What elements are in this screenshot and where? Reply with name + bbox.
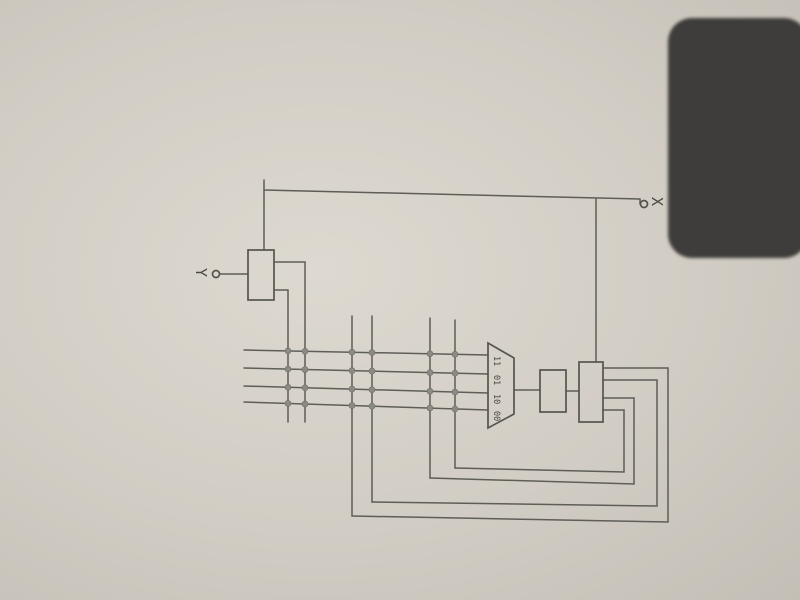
left-register-out-upper: [273, 261, 306, 423]
junction-dot: [284, 365, 292, 373]
right-register: [578, 361, 604, 423]
junction-dot: [348, 367, 356, 375]
left-io-label: Y: [192, 268, 210, 277]
junction-dot: [426, 350, 434, 358]
mux-input-label-4: 00: [491, 411, 501, 421]
junction-dot: [301, 366, 309, 373]
wires: [219, 179, 669, 523]
signal-line-2: [243, 367, 489, 375]
junction-dot: [284, 383, 292, 391]
junction-dot: [348, 385, 356, 393]
junction-dot: [301, 347, 309, 355]
signal-line-3: [243, 385, 489, 394]
left-register-out-lower: [273, 289, 289, 423]
loop-second: [371, 379, 658, 507]
junction-dot: [284, 400, 292, 407]
junction-dot: [348, 402, 356, 409]
junction-dot: [301, 400, 309, 408]
multiplexer: [487, 341, 515, 430]
loop-third: [429, 397, 635, 485]
junction-dot: [426, 387, 434, 395]
junction-dot: [284, 347, 292, 355]
mux-input-label-1: 11: [491, 356, 501, 366]
junction-dot: [451, 388, 459, 396]
junction-dot: [368, 367, 376, 375]
junctions: [284, 347, 459, 413]
mux-input-label-2: 01: [491, 375, 501, 385]
junction-dot: [451, 405, 459, 413]
junction-dot: [301, 384, 309, 392]
mux-input-label-3: 10: [491, 394, 501, 404]
loop-outer: [351, 367, 669, 523]
junction-dot: [348, 348, 356, 356]
junction-dot: [451, 350, 459, 358]
junction-dot: [451, 369, 459, 377]
left-terminal: [211, 269, 221, 279]
junction-dot: [368, 349, 376, 356]
junction-dot: [426, 404, 434, 412]
right-terminal: [639, 199, 649, 209]
labels: 11 01 10 00 Y X: [192, 197, 666, 421]
junction-dot: [426, 369, 434, 376]
signal-line-1: [243, 349, 489, 356]
loop-inner: [454, 409, 625, 473]
right-io-label: X: [648, 197, 666, 206]
components: [211, 199, 649, 430]
top-bus: [263, 179, 641, 200]
middle-block: [539, 369, 567, 413]
corner-shadow: [668, 18, 800, 258]
junction-dot: [368, 402, 376, 410]
signal-line-4: [243, 401, 489, 411]
left-register: [247, 249, 275, 301]
junction-dot: [368, 386, 376, 394]
